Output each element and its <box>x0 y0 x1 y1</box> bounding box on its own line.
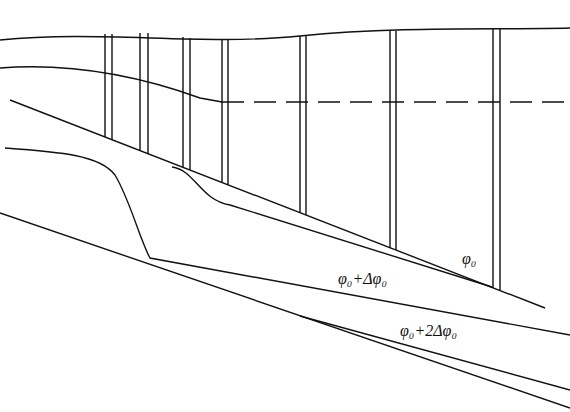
upper-boundary <box>0 28 570 40</box>
contour-line <box>5 148 570 335</box>
potential-label: φ₀+2Δφ₀ <box>400 322 457 340</box>
potential-label: φ₀ <box>462 250 476 268</box>
level-line <box>0 67 222 102</box>
contour-line <box>172 167 492 287</box>
potential-label: φ₀+Δφ₀ <box>338 270 387 288</box>
contour-line <box>300 316 570 390</box>
slope-surface <box>10 100 545 308</box>
contour-line <box>0 213 570 408</box>
